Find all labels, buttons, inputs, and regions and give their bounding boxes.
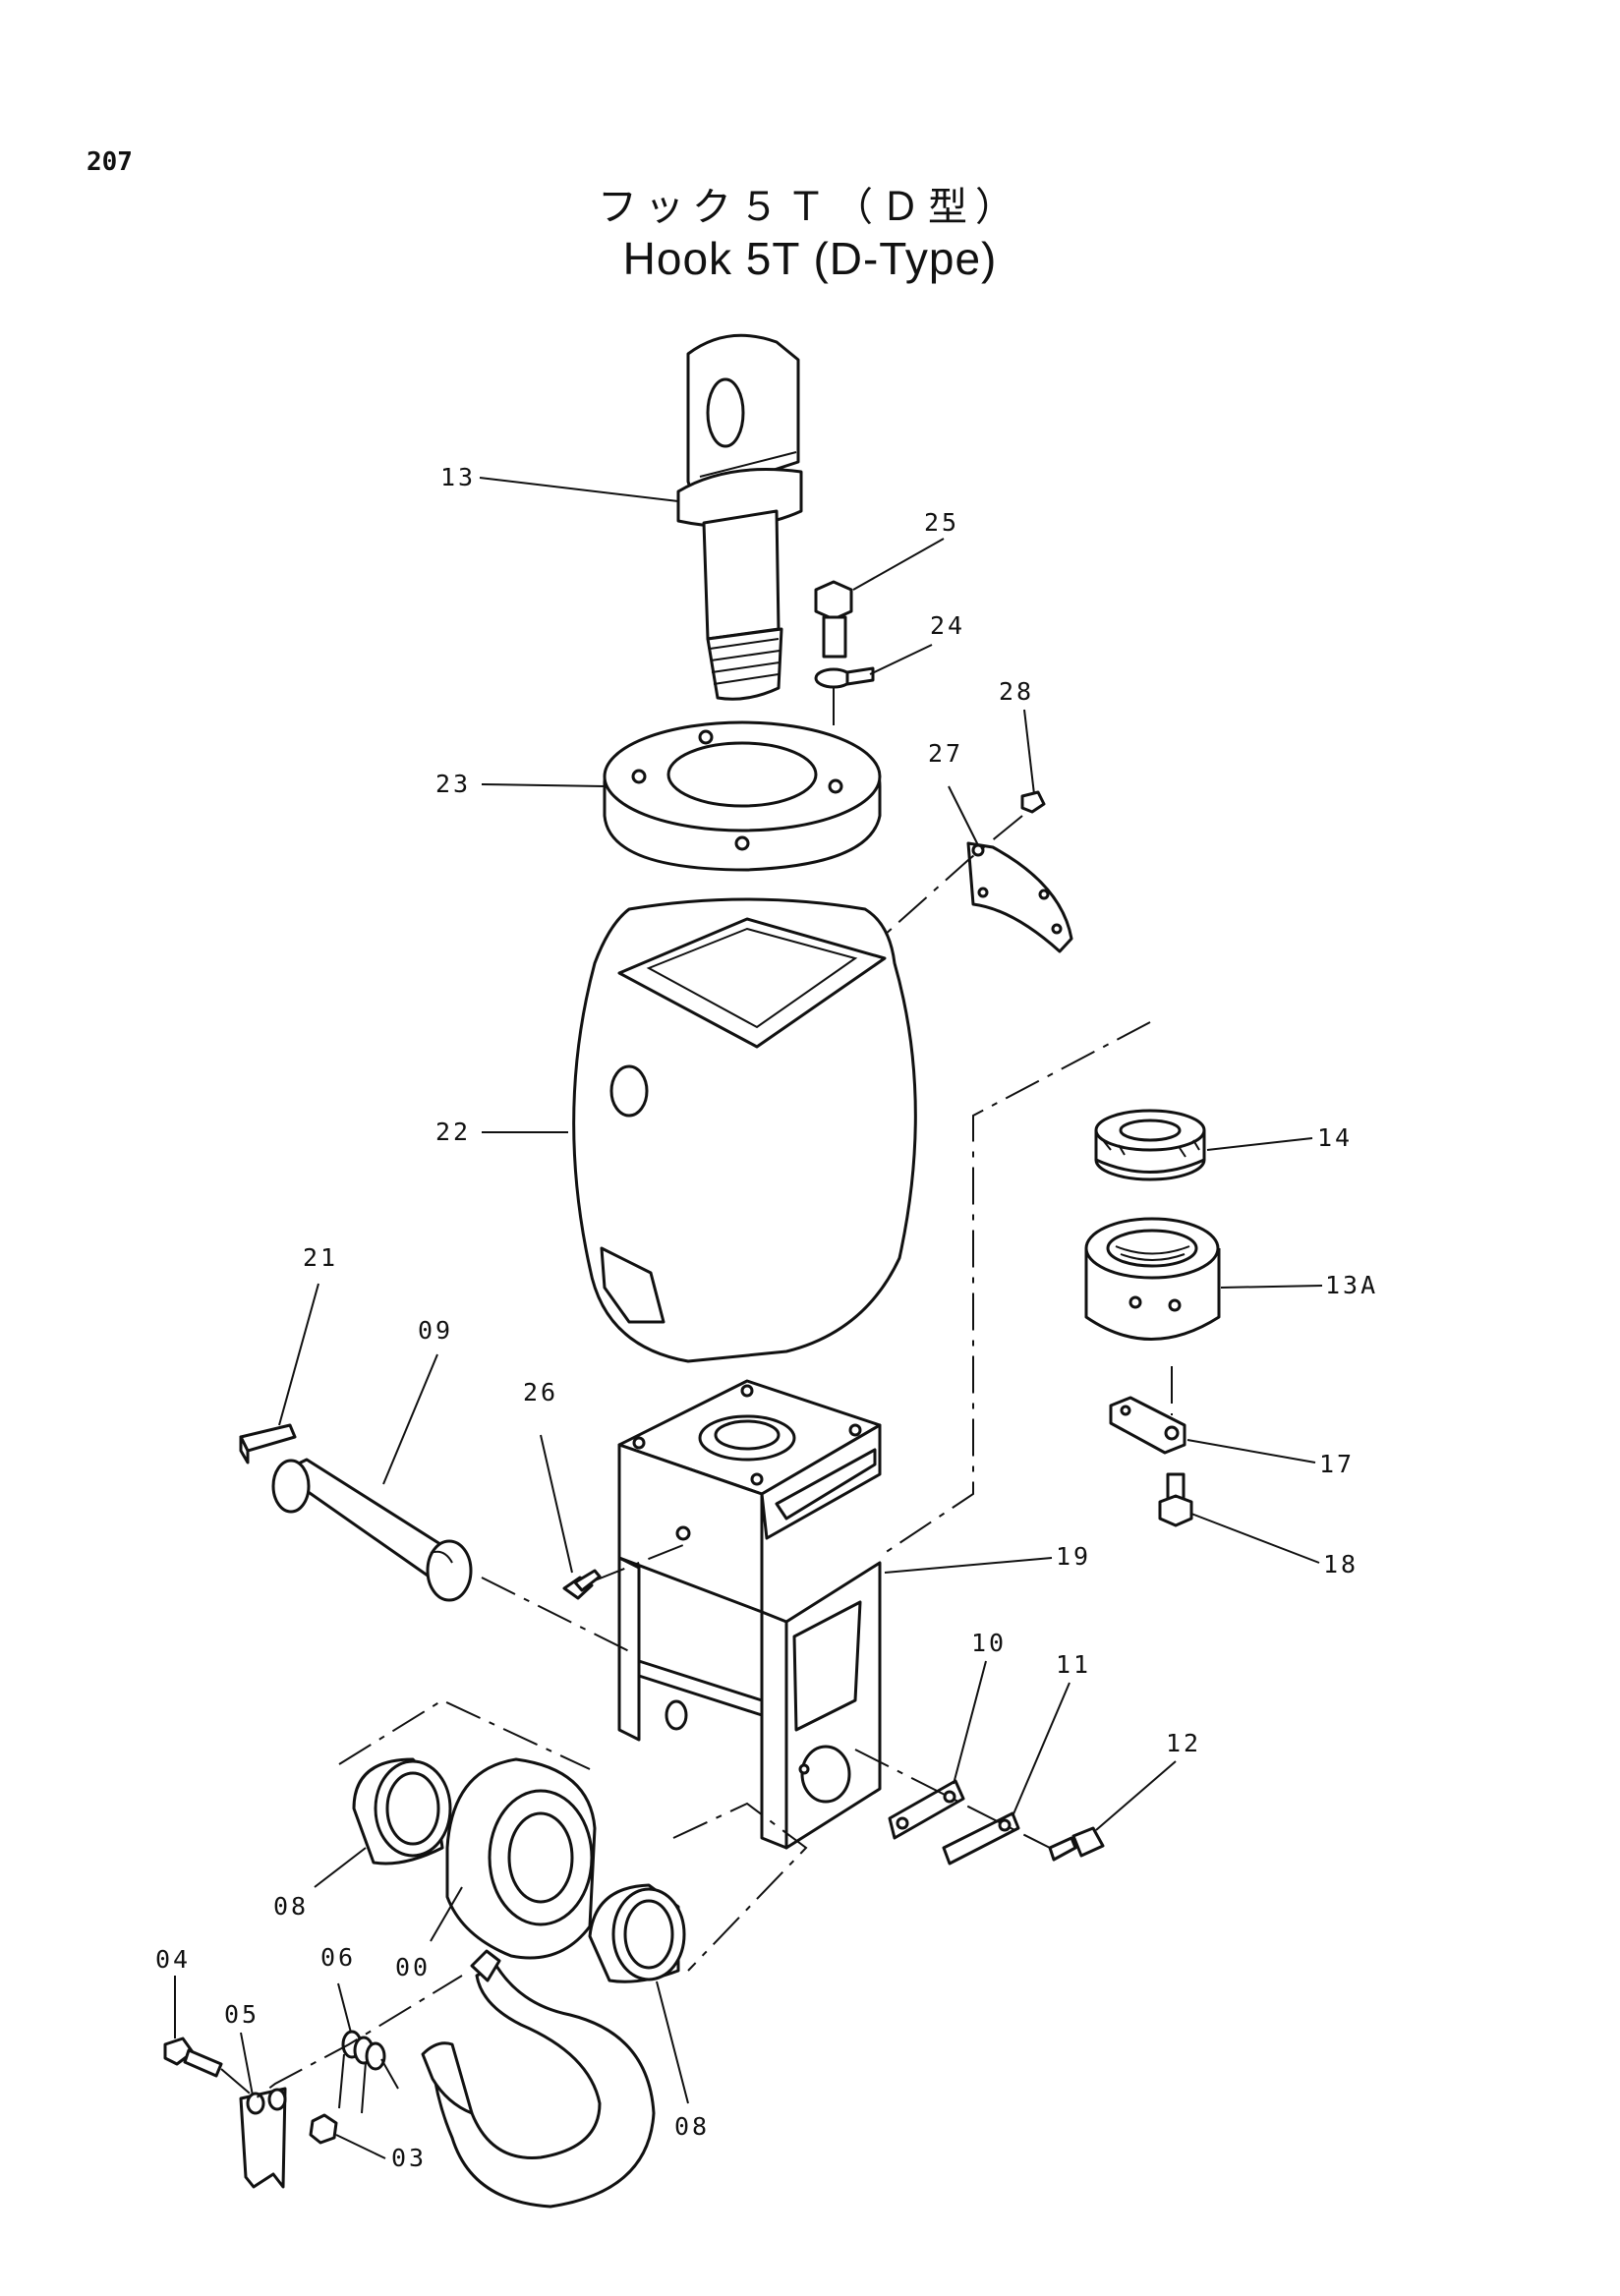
callout-04: 04: [155, 1945, 191, 1974]
callout-22: 22: [435, 1118, 471, 1146]
part-26-grease-fitting: [562, 1569, 602, 1600]
part-24-lock-washer: [814, 666, 875, 689]
callout-17: 17: [1319, 1450, 1355, 1478]
callout-27: 27: [928, 739, 963, 768]
callout-13A: 13A: [1325, 1271, 1378, 1299]
title-english: Hook 5T (D-Type): [622, 233, 998, 284]
assembly-line-04-00: [220, 1975, 463, 2100]
callout-00: 00: [395, 1953, 431, 1981]
callout-09: 09: [418, 1316, 453, 1345]
assembly-line-12-19: [854, 1749, 1051, 1849]
assembly-line-27-22: [874, 815, 1023, 945]
part-09-pin: [271, 1458, 473, 1602]
assembly-line-14-19: [884, 1021, 1151, 1554]
callout-26: 26: [523, 1378, 558, 1406]
part-03-nut: [309, 2113, 338, 2145]
assembly-line-09-19: [481, 1577, 630, 1652]
callout-12: 12: [1166, 1729, 1201, 1757]
part-18-bolt: [1158, 1472, 1193, 1527]
assembly-line-26-19: [589, 1542, 689, 1583]
part-13-hook-shaft: [676, 333, 803, 701]
part-28-screw: [1020, 790, 1046, 814]
callout-23: 23: [435, 770, 471, 798]
callout-10: 10: [971, 1629, 1007, 1657]
part-11-plate: [942, 1811, 1020, 1866]
assembly-line-08-left: [338, 1698, 591, 1770]
part-00-hook: [421, 1757, 656, 2209]
part-19-frame: [617, 1379, 882, 1850]
part-23-plate: [603, 720, 882, 872]
part-17-lock-plate: [1109, 1396, 1186, 1455]
part-14-thrust-bearing: [1094, 1109, 1206, 1181]
part-13A-nut: [1084, 1217, 1221, 1341]
leader-lines: [174, 477, 1323, 2159]
callout-25: 25: [924, 508, 959, 537]
page-number: 207: [87, 147, 133, 177]
part-04-bolt: [163, 2037, 223, 2078]
title-japanese: フック５Ｔ（Ｄ型）: [598, 185, 1022, 230]
callout-03: 03: [391, 2144, 427, 2172]
part-21-key: [239, 1423, 297, 1464]
callout-labels: 13 25 24 28 27 23 22 14 13A 21 09 26 17 …: [155, 463, 1378, 2172]
part-10-plate: [888, 1779, 965, 1840]
callout-08-left: 08: [273, 1892, 309, 1921]
part-08-bushing-left: [352, 1757, 452, 1866]
callout-05: 05: [224, 2000, 260, 2029]
callout-14: 14: [1317, 1123, 1353, 1152]
callout-08-right: 08: [674, 2112, 710, 2141]
part-06-spring: [338, 2030, 399, 2114]
part-27-cover-plate: [966, 841, 1073, 953]
assembly-line-08-right: [672, 1802, 808, 1972]
callout-06: 06: [320, 1943, 356, 1972]
callout-21: 21: [303, 1243, 338, 1272]
part-08-bushing-right: [588, 1883, 686, 1983]
callout-24: 24: [930, 611, 965, 640]
part-05-latch: [239, 2087, 287, 2189]
part-25-bolt: [814, 580, 853, 659]
callout-18: 18: [1323, 1550, 1359, 1578]
part-22-barrel-housing: [572, 897, 917, 1363]
callout-28: 28: [999, 677, 1034, 706]
callout-11: 11: [1056, 1650, 1091, 1679]
callout-13: 13: [440, 463, 476, 491]
part-12-bolt: [1048, 1826, 1105, 1862]
callout-19: 19: [1056, 1542, 1091, 1571]
